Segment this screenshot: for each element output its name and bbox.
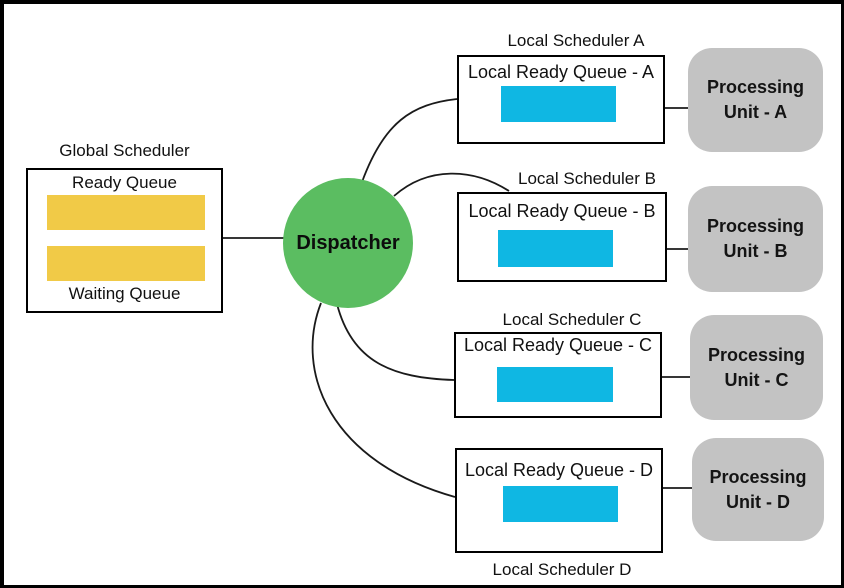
local-ready-queue-a-label: Local Ready Queue - A bbox=[467, 62, 655, 82]
global-scheduler-box: Ready Queue Waiting Queue bbox=[26, 168, 223, 313]
local-scheduler-a-box: Local Ready Queue - A bbox=[457, 55, 665, 144]
connector-dispatcher-to-b bbox=[393, 172, 510, 197]
local-scheduler-d-title: Local Scheduler D bbox=[492, 560, 632, 579]
connector-dispatcher-to-a bbox=[361, 98, 458, 183]
global-scheduler-title: Global Scheduler bbox=[59, 141, 190, 160]
local-ready-queue-c-label: Local Ready Queue - C bbox=[463, 335, 653, 355]
local-scheduler-b-box: Local Ready Queue - B bbox=[457, 192, 667, 282]
local-scheduler-a-title: Local Scheduler A bbox=[507, 31, 645, 50]
local-scheduler-b-title: Local Scheduler B bbox=[518, 169, 656, 188]
local-ready-queue-b-bar bbox=[498, 230, 613, 267]
local-ready-queue-a-bar bbox=[501, 86, 616, 122]
dispatcher-circle: Dispatcher bbox=[283, 178, 413, 308]
waiting-queue-bar bbox=[47, 246, 205, 281]
processing-unit-d: Processing Unit - D bbox=[692, 438, 824, 541]
local-scheduler-c-title: Local Scheduler C bbox=[502, 310, 642, 329]
local-ready-queue-b-label: Local Ready Queue - B bbox=[468, 201, 656, 221]
waiting-queue-label: Waiting Queue bbox=[68, 284, 181, 303]
connector-dispatcher-to-c bbox=[336, 303, 455, 381]
local-ready-queue-d-bar bbox=[503, 486, 618, 522]
processing-unit-b: Processing Unit - B bbox=[688, 186, 823, 292]
processing-unit-c: Processing Unit - C bbox=[690, 315, 823, 420]
connector-dispatcher-to-d bbox=[311, 302, 456, 498]
ready-queue-bar bbox=[47, 195, 205, 230]
local-scheduler-c-box: Local Ready Queue - C bbox=[454, 332, 662, 418]
ready-queue-label: Ready Queue bbox=[72, 173, 177, 192]
local-scheduler-d-box: Local Ready Queue - D bbox=[455, 448, 663, 553]
dispatcher-label: Dispatcher bbox=[296, 231, 400, 254]
local-ready-queue-c-bar bbox=[497, 367, 613, 402]
processing-unit-a: Processing Unit - A bbox=[688, 48, 823, 152]
local-ready-queue-d-label: Local Ready Queue - D bbox=[464, 460, 654, 480]
